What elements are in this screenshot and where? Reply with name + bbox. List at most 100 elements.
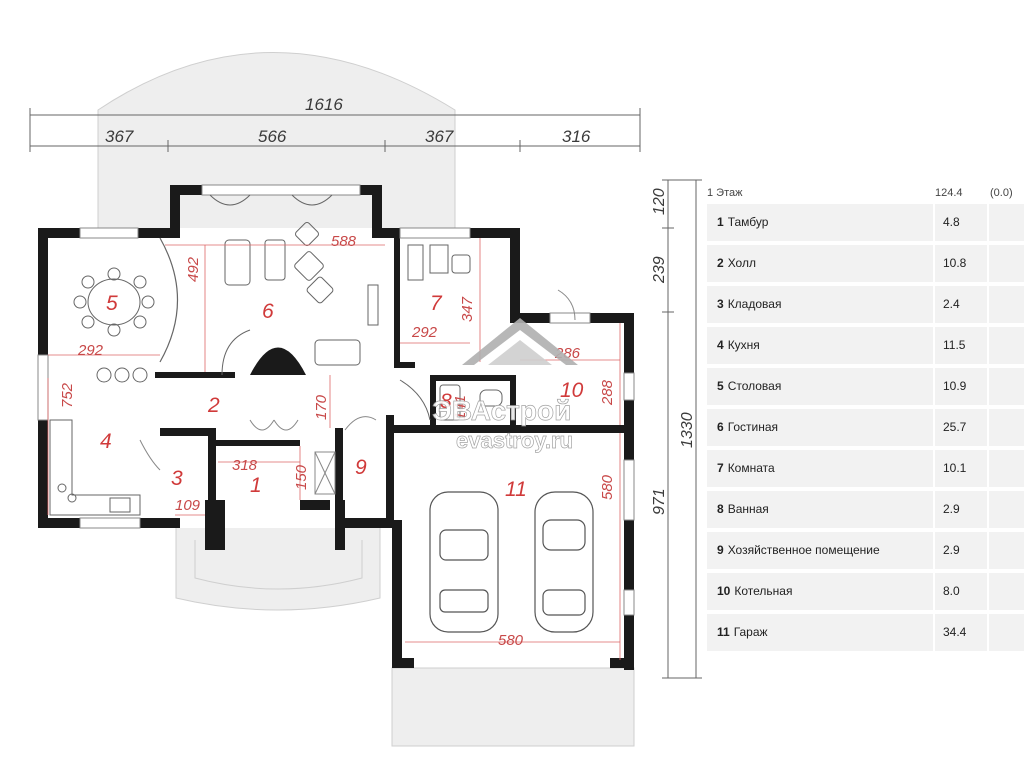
dining-table [73,267,155,337]
legend-room-label: Гараж [733,625,768,639]
room-number: 9 [355,456,367,479]
legend-room-area: 10.9 [935,368,987,405]
room7-furniture [407,244,471,281]
room-number: 4 [100,430,112,453]
legend-room-extra [989,614,1024,651]
room-dimension: 347 [459,296,476,322]
legend-room-area: 10.8 [935,245,987,282]
wall [140,518,180,528]
door-swings [139,289,576,471]
legend-room-extra [989,245,1024,282]
wall [392,658,414,668]
wall [345,518,392,528]
watermark: ЭВАстрой evastroy.ru [432,318,578,453]
legend-extra-area: (0.0) [990,187,1013,199]
room-dimension: 588 [331,233,357,250]
legend-room-number: 7 [717,461,724,475]
legend-room-extra [989,286,1024,323]
legend-room-number: 9 [717,543,724,557]
legend-room-label: Холл [727,256,756,270]
wardrobe [314,451,336,495]
top-dimension-lines [29,108,641,152]
legend-room-label: Котельная [734,584,793,598]
wall [510,228,520,313]
wall [395,362,415,368]
living-room-furniture [209,194,379,366]
legend-room-area: 4.8 [935,204,987,241]
room-dimension: 150 [293,464,310,490]
wall [38,228,80,238]
house-logo-icon [462,318,578,365]
room-number: 1 [250,474,262,497]
legend-room-number: 5 [717,379,724,393]
legend-room-area: 11.5 [935,327,987,364]
wall [430,375,510,381]
dimension-segment-3: 367 [425,127,454,146]
wall [394,228,400,368]
wall [624,615,634,670]
dimension-segment-1: 367 [105,127,134,146]
dimension-side-1: 120 [651,188,668,215]
legend-room-area: 34.4 [935,614,987,651]
legend-room-extra [989,204,1024,241]
wall [610,658,634,668]
legend-room-label: Тамбур [727,215,769,229]
dimension-total-width: 1616 [305,95,343,114]
legend-room-label: Комната [727,461,775,475]
legend-room-extra [989,450,1024,487]
wall [170,185,180,238]
cars [429,491,594,633]
wall [372,228,402,238]
legend-room-extra [989,327,1024,364]
room-number: 3 [171,467,183,490]
room-dimension: 292 [411,324,438,341]
room-dimension: 292 [77,342,104,359]
legend-room-area: 2.4 [935,286,987,323]
room-dimension: 288 [599,379,616,406]
wall [155,372,235,378]
room-dimension: 580 [498,632,524,649]
legend-room-extra [989,573,1024,610]
room-dimension: 492 [185,256,202,282]
wall [624,313,634,373]
kitchen-counter [49,367,148,516]
legend-room-number: 10 [717,584,731,598]
entrance-porch [175,519,381,611]
legend-room-label: Ванная [727,502,769,516]
spiral-staircase [221,329,306,376]
legend-room-label: Хозяйственное помещение [727,543,880,557]
room-dimension: 141 [452,395,469,420]
legend-room-number: 2 [717,256,724,270]
wall [208,428,216,513]
legend-room-area: 25.7 [935,409,987,446]
dimension-side-2: 239 [651,256,668,284]
legend-total-area: 124.4 [935,187,963,199]
wall [590,313,634,323]
room-dimension: 318 [232,457,258,474]
legend-room-label: Гостиная [727,420,779,434]
watermark-brand: ЭВАстрой [432,395,571,426]
wall [510,375,516,430]
legend-room-number: 3 [717,297,724,311]
garage-driveway [391,667,635,747]
room-number: 2 [207,394,220,417]
legend-room-number: 11 [717,625,730,639]
dimension-side-total: 1330 [679,412,696,448]
arch-partition [159,237,179,363]
